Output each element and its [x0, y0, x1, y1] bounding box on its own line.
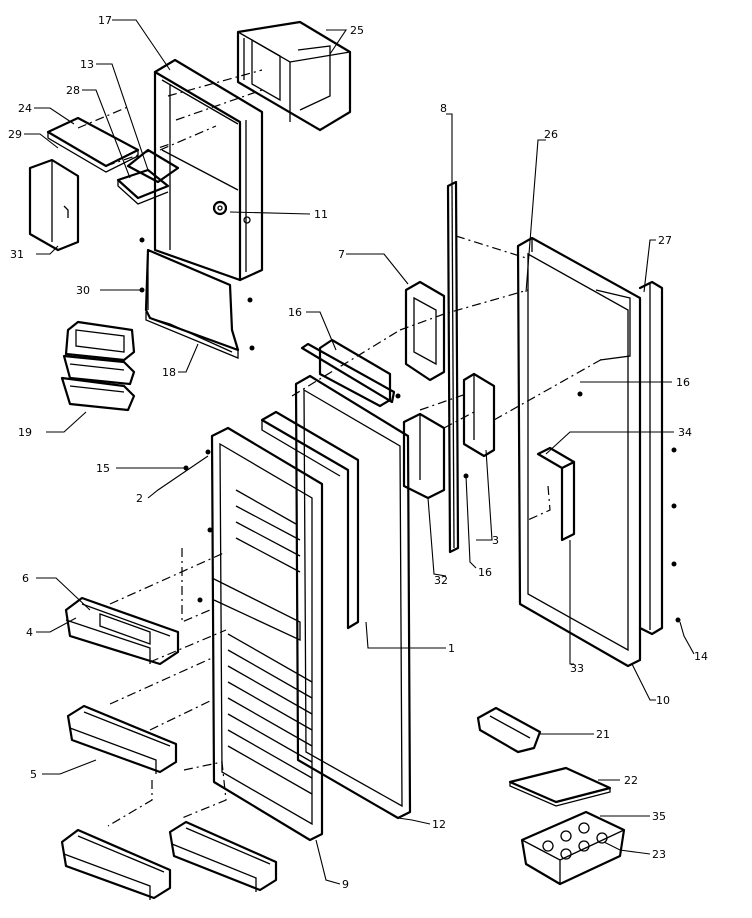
part-25-bucket-frame: [236, 20, 352, 132]
callout-30: 30: [76, 284, 90, 297]
part-31-panel: [28, 158, 80, 252]
callout-22: 22: [624, 774, 638, 787]
callout-5: 5: [30, 768, 37, 781]
callout-34: 34: [678, 426, 692, 439]
part-18-upper-liner: [153, 58, 264, 282]
part-11-knob: [212, 200, 228, 216]
callout-16-mid: 16: [478, 566, 492, 579]
callout-14: 14: [694, 650, 708, 663]
part-bottom-bin-left: [60, 828, 172, 900]
callout-4: 4: [26, 626, 33, 639]
callout-28: 28: [66, 84, 80, 97]
part-1-breaker: [260, 410, 360, 630]
callout-23: 23: [652, 848, 666, 861]
callout-31: 31: [10, 248, 24, 261]
callout-10: 10: [656, 694, 670, 707]
part-21-tray: [476, 706, 542, 754]
callout-8: 8: [440, 102, 447, 115]
callout-11: 11: [314, 208, 328, 221]
part-12-gasket: [294, 374, 412, 820]
callout-7: 7: [338, 248, 345, 261]
part-7-frame: [404, 280, 446, 382]
callout-19: 18: [162, 366, 176, 379]
part-24-shelf: [46, 116, 140, 173]
part-8-strip: [446, 180, 460, 554]
callout-24: 24: [18, 102, 32, 115]
callout-21: 21: [596, 728, 610, 741]
part-17-rail: [300, 338, 396, 408]
part-10-door: [516, 236, 642, 668]
callout-12: 12: [432, 818, 446, 831]
part-32-block: [402, 412, 446, 500]
callout-labels: 17 25 13 28 24 29 11 31 30 18 19 7 16 8 …: [8, 14, 708, 891]
callout-17: 16: [288, 306, 302, 319]
part-5-bin: [66, 704, 178, 774]
callout-16-right: 16: [676, 376, 690, 389]
part-28-shelf-bracket: [116, 168, 170, 205]
callout-9: 9: [342, 878, 349, 891]
part-2-door-liner: [210, 426, 324, 842]
part-27-trim: [638, 280, 664, 636]
callout-15: 15: [96, 462, 110, 475]
callout-6: 6: [22, 572, 29, 585]
part-23-ice-tray: [520, 810, 626, 886]
callout-33: 33: [570, 662, 584, 675]
part-4-bin: [64, 596, 180, 666]
callout-13: 13: [80, 58, 94, 71]
callout-29: 29: [8, 128, 22, 141]
callout-32: 32: [434, 574, 448, 587]
callout-2: 2: [136, 492, 143, 505]
callout-1: 1: [448, 642, 455, 655]
callout-35: 35: [652, 810, 666, 823]
part-3-bracket: [462, 372, 496, 458]
fasteners: [139, 237, 681, 623]
part-22-cover: [508, 766, 612, 807]
callout-26: 26: [544, 128, 558, 141]
part-19-bin: [144, 248, 240, 359]
assembly-lines: [77, 69, 605, 827]
part-bottom-bin-right: [168, 820, 278, 892]
callout-3: 3: [492, 534, 499, 547]
callout-20: 19: [18, 426, 32, 439]
part-13-ice-tray: [126, 148, 180, 184]
callout-18: 17: [98, 14, 112, 27]
part-34-handle-cap: [536, 446, 576, 542]
leader-lines: [24, 19, 695, 885]
part-20-containers: [60, 320, 136, 412]
callout-27: 27: [658, 234, 672, 247]
callout-25: 25: [350, 24, 364, 37]
